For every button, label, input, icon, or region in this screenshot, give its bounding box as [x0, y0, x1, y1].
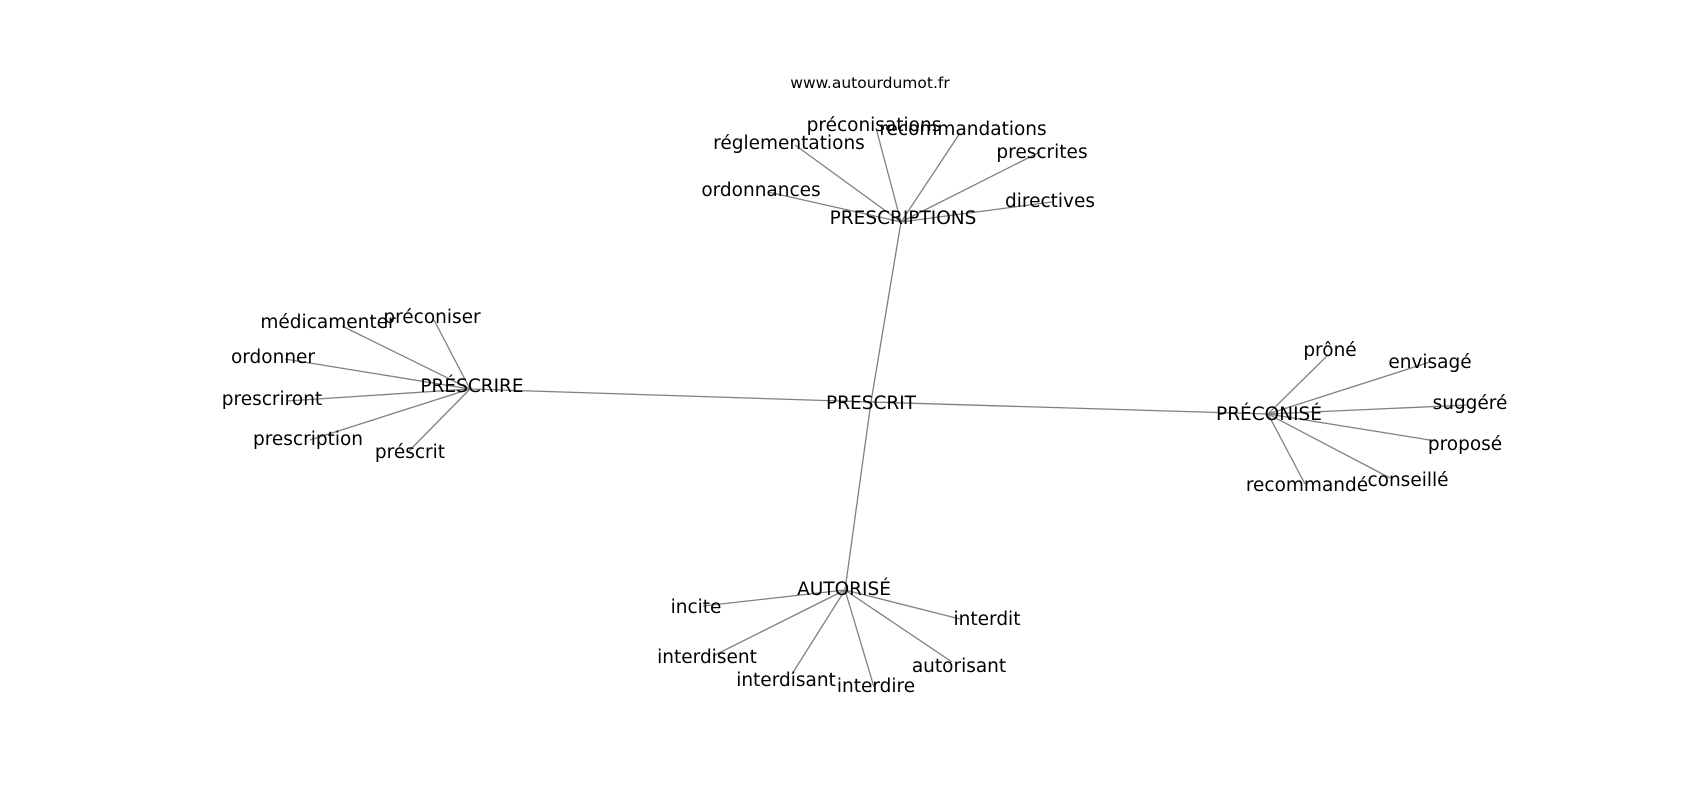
edge-center-to-hub-1 — [469, 388, 872, 403]
hub-word-1: PRÉSCRIRE — [420, 375, 523, 397]
leaf-word-3-2: interdisent — [657, 647, 757, 668]
edge-hub-3-leaf-3 — [844, 589, 953, 663]
edge-hub-1-leaf-5 — [408, 388, 471, 452]
labels-layer: www.autourdumot.fr PRESCRIT PRESCRIPTION… — [222, 74, 1508, 697]
center-word: PRESCRIT — [826, 393, 917, 414]
site-watermark: www.autourdumot.fr — [790, 74, 950, 92]
leaf-word-2-3: proposé — [1428, 434, 1502, 455]
leaf-word-3-4: interdisant — [736, 670, 836, 691]
leaf-word-3-3: autorisant — [912, 656, 1006, 677]
edge-hub-0-leaf-0 — [794, 144, 902, 223]
leaf-word-0-1: préconisations — [807, 115, 942, 136]
leaf-word-0-2: recommandations — [879, 119, 1046, 140]
edge-hub-1-leaf-3 — [286, 388, 471, 402]
edge-hub-1-leaf-0 — [341, 325, 471, 390]
leaf-word-0-0: réglementations — [713, 133, 865, 154]
edge-hub-2-leaf-0 — [1267, 355, 1328, 415]
edge-hub-2-leaf-1 — [1267, 361, 1431, 415]
edge-hub-0-leaf-3 — [900, 151, 1041, 223]
edge-hub-1-leaf-2 — [284, 358, 471, 390]
edge-center-to-hub-0 — [870, 221, 902, 403]
edges-layer — [284, 127, 1469, 688]
edge-hub-1-leaf-1 — [433, 319, 471, 390]
hub-word-0: PRESCRIPTIONS — [830, 208, 977, 229]
leaf-word-2-2: suggéré — [1433, 393, 1508, 414]
edge-hub-3-leaf-1 — [844, 589, 961, 620]
leaf-word-2-1: envisagé — [1388, 352, 1471, 373]
edge-hub-1-leaf-4 — [309, 388, 471, 441]
edge-hub-3-leaf-5 — [844, 589, 875, 688]
leaf-word-3-5: interdire — [837, 676, 915, 697]
leaf-word-2-0: prôné — [1303, 340, 1356, 361]
leaf-word-0-3: prescrites — [996, 142, 1087, 163]
leaf-word-0-5: directives — [1005, 191, 1095, 212]
leaf-word-1-0: médicamenter — [260, 312, 396, 333]
leaf-word-0-4: ordonnances — [701, 180, 820, 201]
leaf-word-2-4: conseillé — [1367, 470, 1448, 491]
edge-hub-0-leaf-2 — [900, 132, 961, 223]
leaf-word-3-1: interdit — [954, 609, 1021, 630]
leaf-word-1-5: préscrit — [375, 442, 445, 463]
edge-hub-0-leaf-5 — [900, 201, 1053, 223]
edge-center-to-hub-2 — [870, 401, 1269, 415]
edge-hub-0-leaf-1 — [875, 127, 902, 223]
leaf-word-2-5: recommandé — [1246, 475, 1368, 496]
edge-hub-0-leaf-4 — [767, 191, 902, 223]
hub-word-2: PRÉCONISÉ — [1216, 403, 1322, 425]
leaf-word-1-4: prescription — [253, 429, 363, 450]
leaf-word-1-1: préconiser — [383, 307, 481, 328]
edge-hub-2-leaf-4 — [1267, 413, 1391, 479]
edge-center-to-hub-3 — [844, 401, 872, 591]
edge-hub-3-leaf-4 — [791, 589, 846, 675]
edge-hub-3-leaf-2 — [712, 589, 846, 657]
hub-word-3: AUTORISÉ — [797, 578, 891, 600]
edge-hub-2-leaf-2 — [1267, 404, 1469, 415]
leaf-word-3-0: incite — [671, 597, 722, 618]
edge-hub-3-leaf-0 — [702, 589, 846, 607]
edge-hub-2-leaf-3 — [1267, 413, 1437, 442]
edge-hub-2-leaf-5 — [1267, 413, 1306, 485]
leaf-word-1-3: prescriront — [222, 389, 322, 410]
leaf-word-1-2: ordonner — [231, 347, 315, 368]
